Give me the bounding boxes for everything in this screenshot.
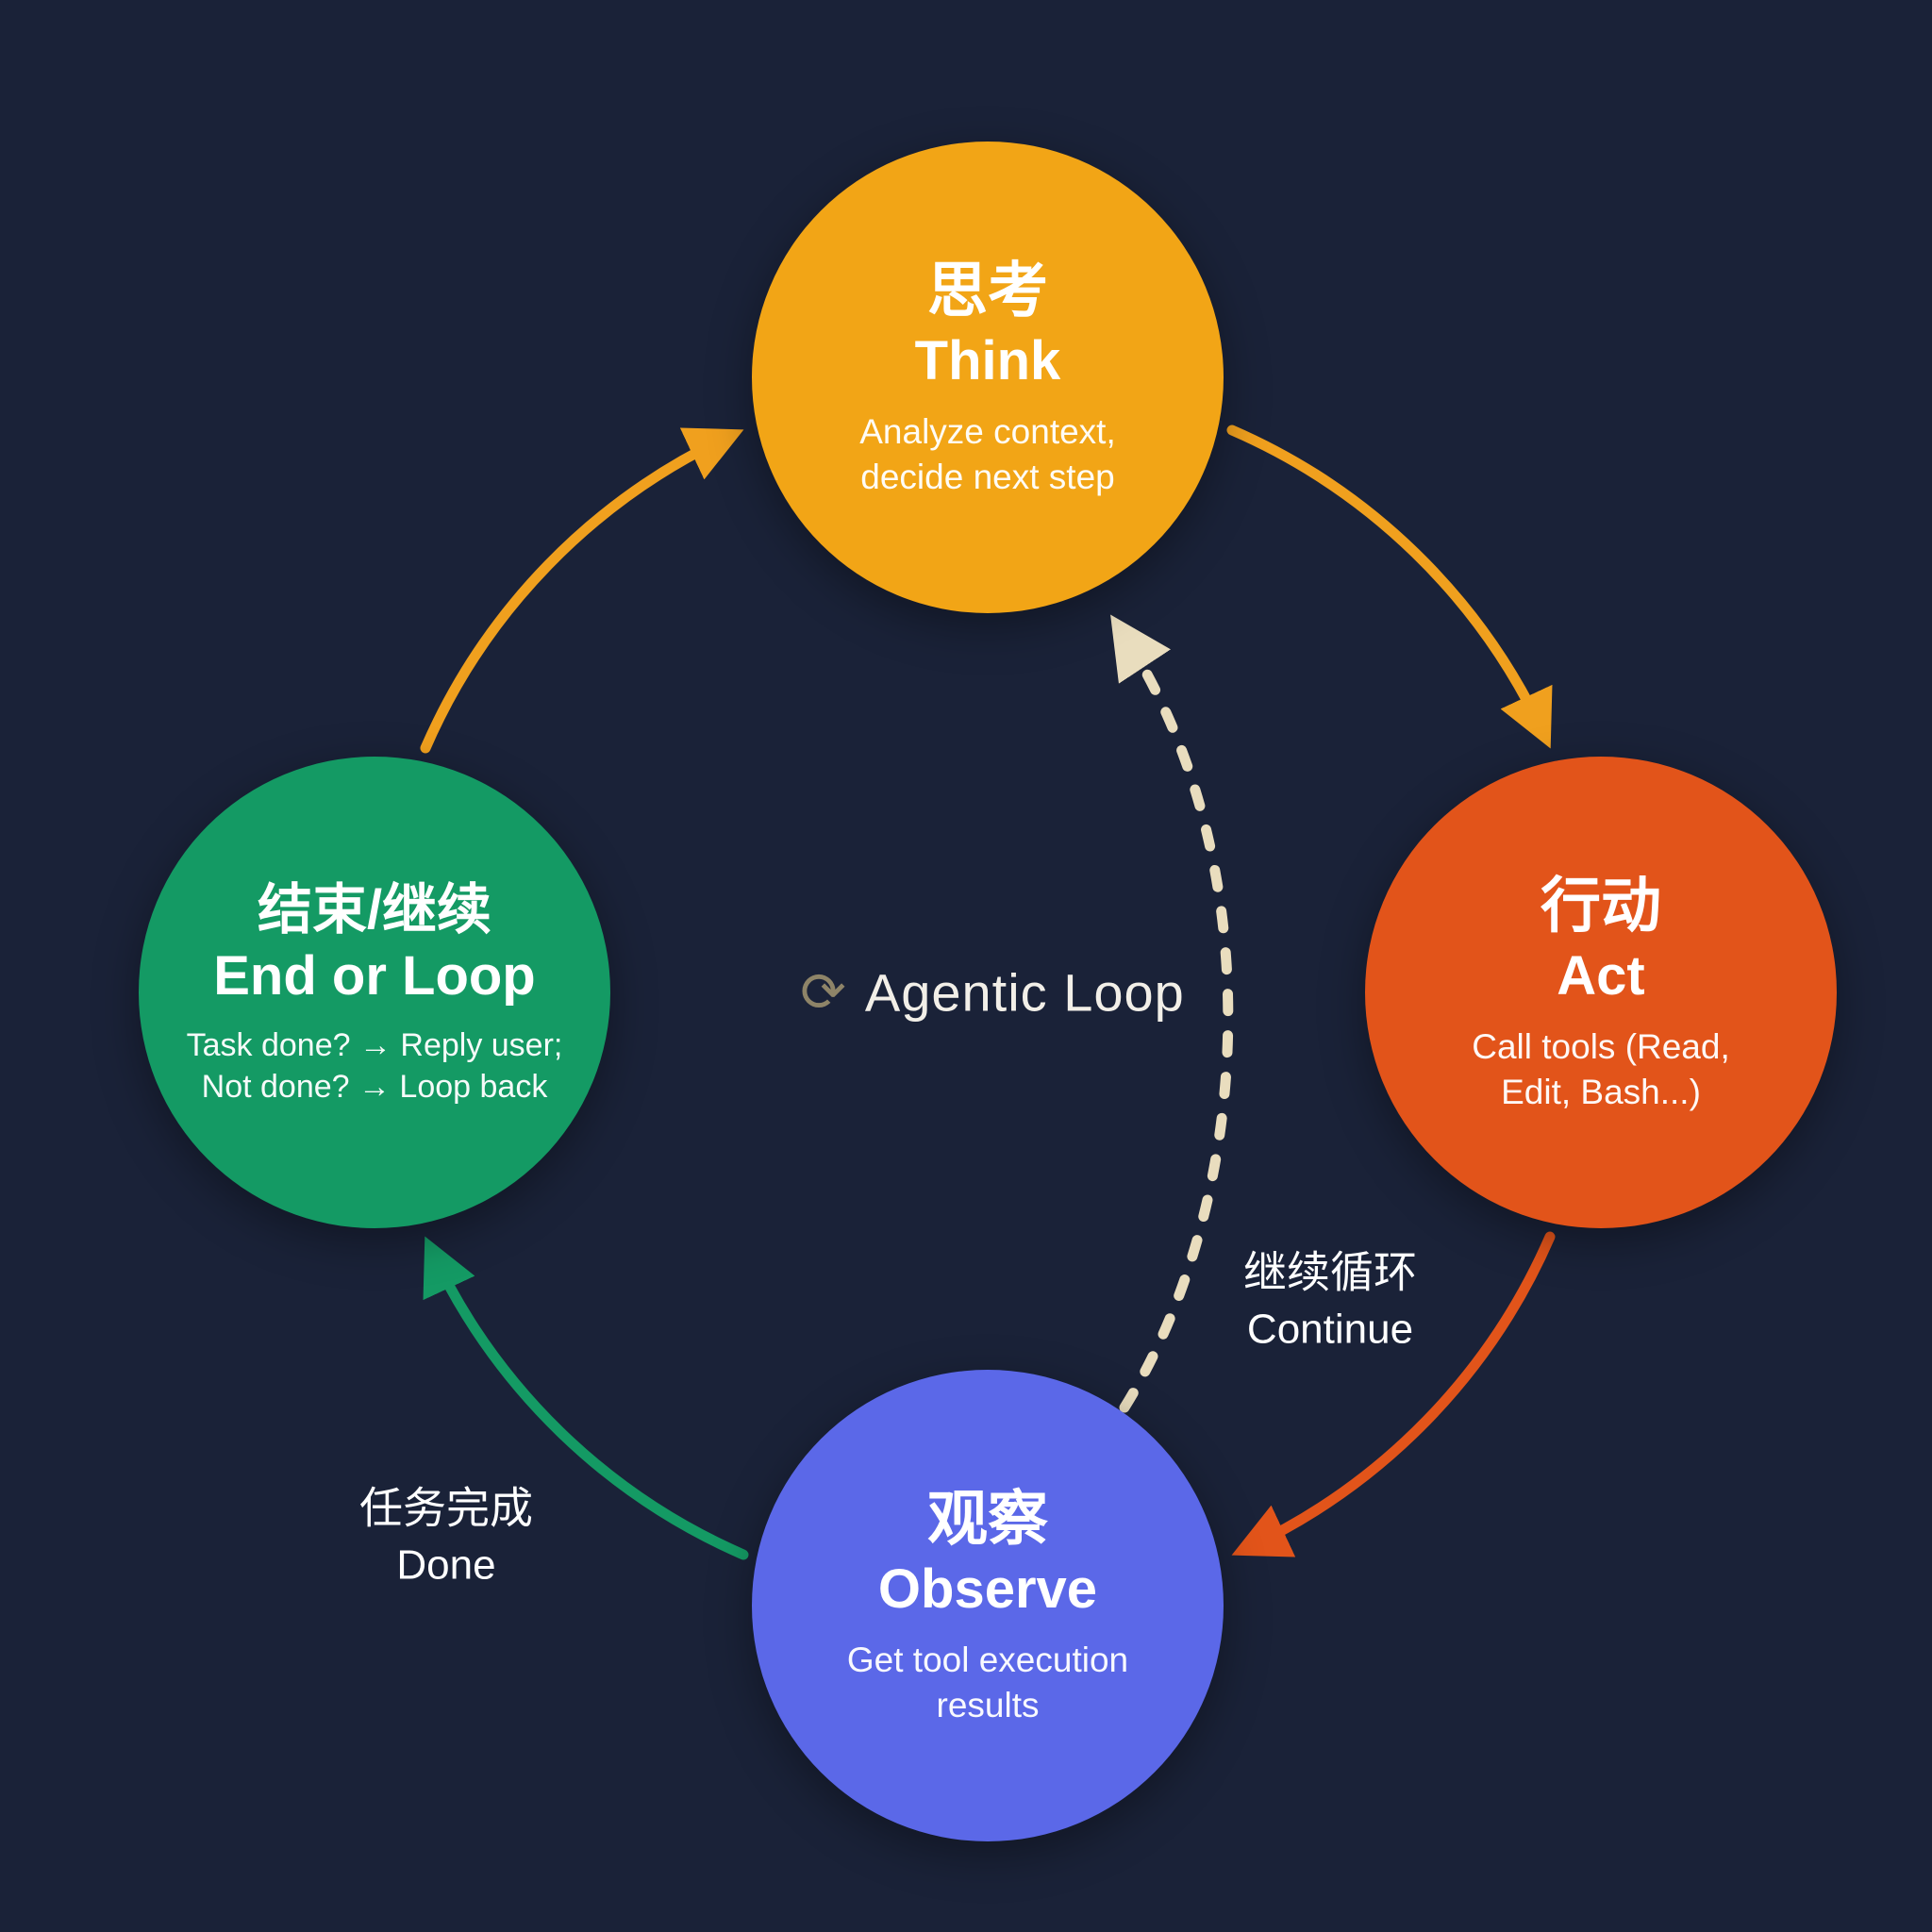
node-think: 思考 Think Analyze context, decide next st… xyxy=(752,142,1224,613)
continue-label-en: Continue xyxy=(1246,1306,1414,1353)
node-observe: 观察 Observe Get tool execution results xyxy=(752,1370,1224,1841)
node-observe-subtitle-line1: Get tool execution xyxy=(846,1640,1129,1679)
node-act-subtitle-line1: Call tools (Read, xyxy=(1472,1026,1730,1066)
node-observe-title-en: Observe xyxy=(877,1558,1098,1621)
node-end-subtitle-line2: Not done? → Loop back xyxy=(201,1069,548,1106)
edge-label-done: 任务完成 Done xyxy=(359,1478,533,1592)
arrow-end-to-think xyxy=(420,427,744,754)
arrow-think-to-act xyxy=(1226,425,1553,749)
node-act-title-en: Act xyxy=(1557,945,1645,1008)
node-observe-subtitle-line2: results xyxy=(936,1685,1040,1724)
continue-label-zh: 继续循环 xyxy=(1243,1247,1417,1297)
node-act: 行动 Act Call tools (Read, Edit, Bash...) xyxy=(1365,757,1837,1228)
center-title: Agentic Loop xyxy=(864,962,1185,1023)
node-end-or-loop: 结束/继续 End or Loop Task done? → Reply use… xyxy=(139,757,610,1228)
arrow-act-to-observe xyxy=(1231,1231,1556,1557)
node-think-subtitle-line2: decide next step xyxy=(860,457,1115,496)
node-end-title-zh: 结束/继续 xyxy=(257,878,492,941)
node-act-title-zh: 行动 xyxy=(1541,872,1661,941)
node-think-subtitle-line1: Analyze context, xyxy=(859,411,1116,451)
center-label: ⟳ Agentic Loop xyxy=(800,962,1185,1024)
node-end-subtitle-line1: Task done? → Reply user; xyxy=(186,1026,563,1063)
node-think-title-en: Think xyxy=(914,330,1061,392)
arrow-observe-to-end xyxy=(423,1236,749,1560)
node-end-title-en: End or Loop xyxy=(213,945,536,1008)
node-think-title-zh: 思考 xyxy=(927,257,1048,325)
node-act-subtitle-line2: Edit, Bash...) xyxy=(1501,1072,1701,1111)
loop-icon: ⟳ xyxy=(800,961,846,1023)
node-observe-title-zh: 观察 xyxy=(927,1485,1048,1554)
edge-label-continue: 继续循环 Continue xyxy=(1243,1242,1417,1357)
done-label-en: Done xyxy=(396,1541,496,1589)
done-label-zh: 任务完成 xyxy=(359,1483,533,1533)
